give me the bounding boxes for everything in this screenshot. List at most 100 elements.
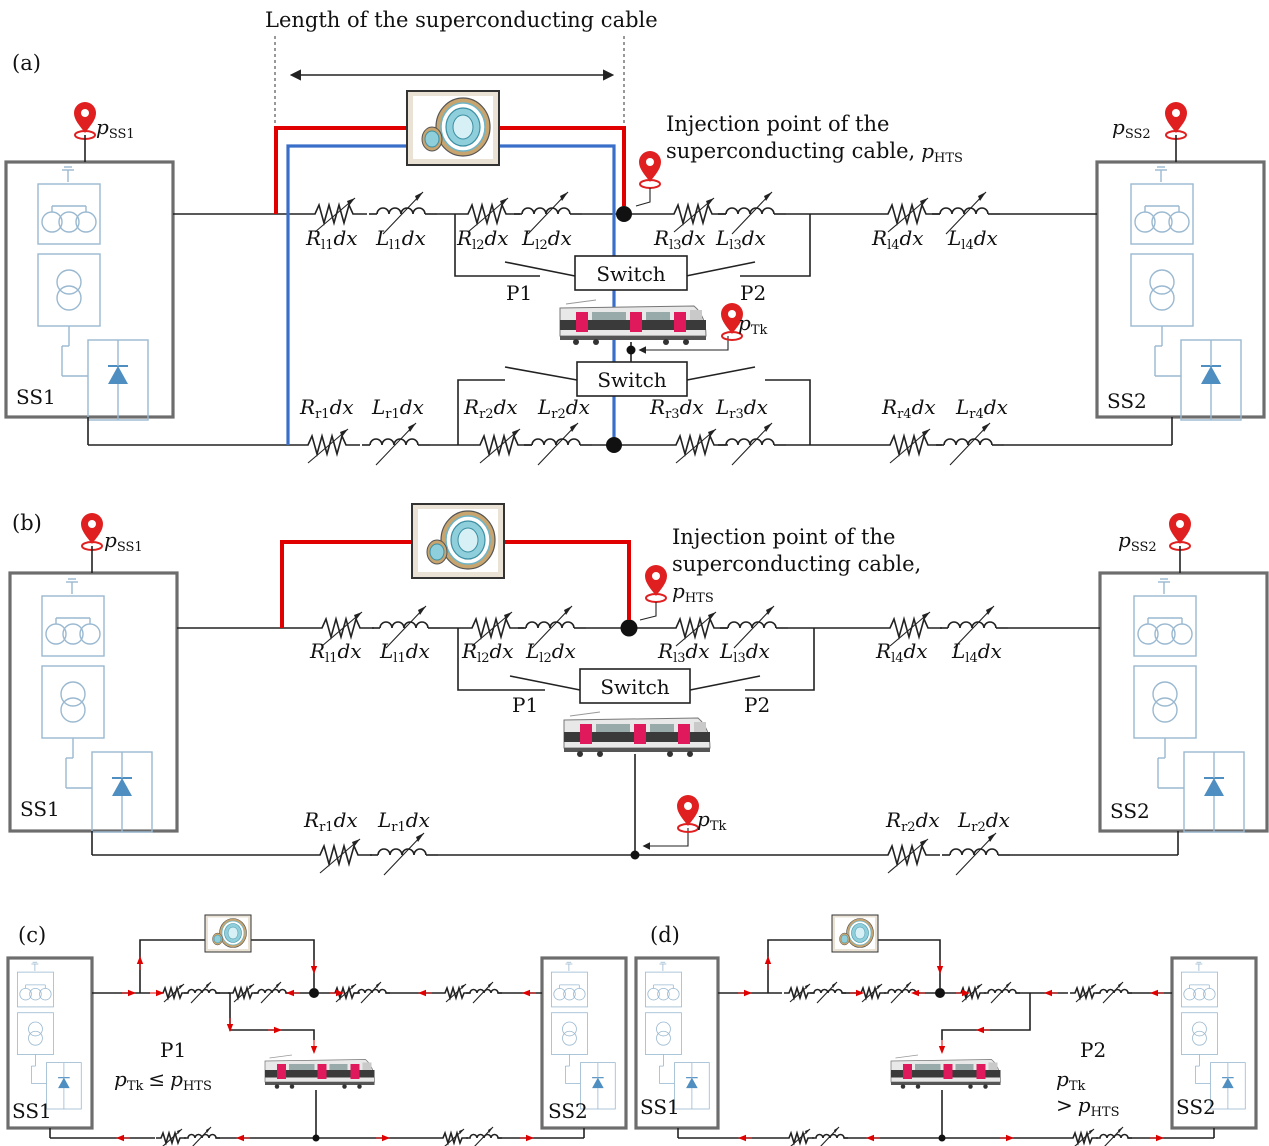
inductor-r1	[361, 422, 431, 466]
injection-label-b-phts: pHTS	[672, 579, 714, 606]
lbl-ll4dx-a: Ll4dx	[947, 226, 998, 253]
lbl-ll3dx-b: Ll3dx	[719, 639, 770, 666]
ss1-label: SS1	[16, 385, 56, 409]
resistor-r1	[297, 428, 361, 464]
superconducting-cable-icon-c	[204, 914, 252, 953]
position-p1-b: P1	[512, 693, 538, 717]
superconducting-cable-icon-b	[411, 503, 505, 579]
lbl-rl1dx-b: Rl1dx	[309, 639, 362, 666]
ss1-label-d: SS1	[640, 1095, 680, 1119]
substation-ss1-box-b	[8, 571, 179, 833]
lbl-lr3dx-a: Lr3dx	[715, 395, 768, 422]
injection-label-b-line2: superconducting cable,	[672, 552, 921, 576]
pin-pss1-b	[80, 512, 104, 551]
panel-c: (c) SS1 SS2	[6, 914, 628, 1146]
position-p1-a: P1	[506, 281, 532, 305]
position-p2-b: P2	[744, 693, 770, 717]
lbl-lr1dx-a: Lr1dx	[371, 395, 424, 422]
pss1-label-a: pSS1	[96, 115, 135, 142]
cable-length-label: Length of the superconducting cable	[265, 8, 658, 32]
lbl-rr4dx-a: Rr4dx	[881, 395, 936, 422]
condition-c-expression: pTk≤pHTS	[114, 1067, 212, 1094]
pss2-label-b: pSS2	[1118, 528, 1157, 555]
ss2-label-b: SS2	[1110, 799, 1150, 823]
lbl-rl2dx-b: Rl2dx	[461, 639, 514, 666]
panel-d: (d) SS1 SS2	[634, 914, 1258, 1146]
superconducting-cable-icon-d	[831, 914, 879, 953]
pss2-label-a: pSS2	[1112, 115, 1151, 142]
ss1-label-c: SS1	[12, 1099, 52, 1123]
injection-label-b-line1: Injection point of the	[672, 525, 895, 549]
inductor-r2	[523, 422, 593, 466]
substation-ss2-box-d	[1170, 956, 1258, 1130]
lbl-rr2dx-b: Rr2dx	[885, 808, 940, 835]
pss1-label-b: pSS1	[104, 528, 143, 555]
train-icon-c	[264, 1054, 375, 1090]
lbl-ll2dx-a: Ll2dx	[521, 226, 572, 253]
hts-return-left	[286, 144, 408, 445]
ss1-label-b: SS1	[20, 797, 60, 821]
lbl-lr2dx-b: Lr2dx	[957, 808, 1010, 835]
switch-box-upper	[574, 255, 688, 291]
panel-b-tag: (b)	[12, 511, 42, 535]
injection-node-feeder	[616, 206, 632, 222]
hts-feed-left	[274, 126, 408, 214]
substation-ss1-box-d	[634, 956, 720, 1130]
train-icon-d	[890, 1054, 1001, 1090]
hts-feed-right-b	[502, 540, 631, 620]
superconducting-cable-icon	[406, 90, 500, 166]
resistor-r3	[665, 428, 729, 464]
panel-a-tag: (a)	[12, 51, 41, 75]
pin-ptk-b	[676, 794, 700, 833]
train-icon-a	[559, 299, 707, 346]
hts-feed-left-b	[280, 540, 413, 628]
pin-phts-b	[644, 564, 668, 603]
pin-phts-a	[638, 150, 662, 189]
ss2-label-d: SS2	[1176, 1095, 1216, 1119]
panel-d-tag: (d)	[650, 923, 680, 947]
panel-a: (a) Length of the superconducting cable …	[4, 8, 1266, 466]
lbl-ll1dx-a: Ll1dx	[375, 226, 426, 253]
ss2-label: SS2	[1107, 389, 1147, 413]
switch-label-lower: Switch	[597, 368, 666, 392]
resistor-r4	[879, 428, 943, 464]
lbl-ll2dx-b: Ll2dx	[525, 639, 576, 666]
lbl-ll1dx-b: Ll1dx	[379, 639, 430, 666]
ptk-label-b: pTk	[697, 807, 726, 834]
substation-ss1-box	[4, 160, 175, 419]
switch-label-upper: Switch	[596, 262, 665, 286]
lbl-rr1dx-b: Rr1dx	[303, 808, 358, 835]
resistor-r2-b	[877, 838, 941, 874]
lbl-rl4dx-b: Rl4dx	[875, 639, 928, 666]
inductor-r4	[935, 422, 1005, 466]
inductor-r3	[717, 422, 787, 466]
position-p2-a: P2	[740, 281, 766, 305]
resistor-r2	[469, 428, 533, 464]
lbl-rl3dx-a: Rl3dx	[653, 226, 706, 253]
lbl-lr1dx-b: Lr1dx	[377, 808, 430, 835]
train-icon-b	[563, 711, 711, 758]
resistor-r1-b	[309, 838, 373, 874]
condition-d-lhs: pTk	[1056, 1067, 1085, 1094]
panel-c-tag: (c)	[18, 923, 46, 947]
lbl-rr2dx-a: Rr2dx	[463, 395, 518, 422]
ptk-label-a: pTk	[738, 311, 767, 338]
injection-node-b	[620, 619, 638, 637]
lbl-rr3dx-a: Rr3dx	[649, 395, 704, 422]
pin-pss2-b	[1168, 512, 1192, 551]
lbl-rl4dx-a: Rl4dx	[871, 226, 924, 253]
injection-label-a-line2: superconducting cable,pHTS	[666, 139, 963, 166]
pin-pss1-a	[73, 101, 97, 140]
substation-ss1-box-c	[6, 956, 94, 1130]
hts-feed-right	[498, 126, 626, 206]
lbl-rr1dx-a: Rr1dx	[299, 395, 354, 422]
inductor-r1-b	[369, 832, 439, 876]
condition-c-position: P1	[160, 1038, 186, 1062]
lbl-rl1dx-a: Rl1dx	[305, 226, 358, 253]
switch-box-lower	[576, 361, 688, 397]
lbl-rl2dx-a: Rl2dx	[456, 226, 509, 253]
panel-b: (b) SS1 SS2 Switch P1 P2	[8, 503, 1269, 876]
lbl-rl3dx-b: Rl3dx	[657, 639, 710, 666]
switch-box-b	[579, 668, 691, 704]
